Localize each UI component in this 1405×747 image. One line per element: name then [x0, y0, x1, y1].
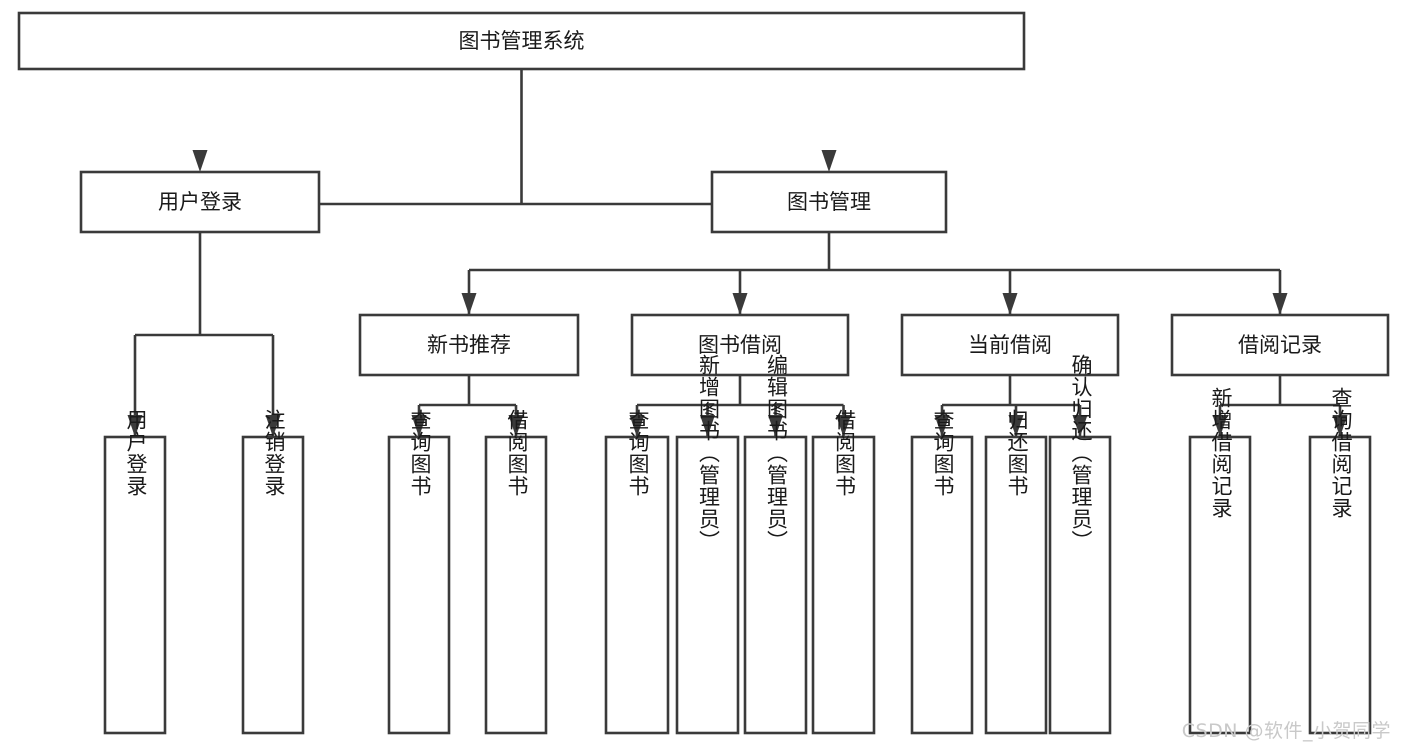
- node-label: 查询图书: [408, 409, 432, 497]
- node-l-cb-return[interactable]: 归还图书: [984, 409, 1048, 735]
- node-label: 图书管理: [787, 190, 871, 214]
- connector-arrowhead: [629, 415, 645, 437]
- node-label: 确认归还（管理员）: [1069, 354, 1093, 552]
- node-box[interactable]: [1170, 313, 1390, 377]
- node-n-borrow[interactable]: 图书借阅: [630, 313, 850, 377]
- connector-arrowhead: [461, 293, 477, 315]
- node-n-record[interactable]: 借阅记录: [1170, 313, 1390, 377]
- node-box[interactable]: [675, 435, 740, 735]
- node-root[interactable]: 图书管理系统: [17, 11, 1026, 71]
- node-box[interactable]: [630, 313, 850, 377]
- node-label: 查询图书: [626, 409, 650, 497]
- connector-arrowhead: [821, 150, 837, 172]
- node-box[interactable]: [358, 313, 580, 377]
- connector-arrowhead: [411, 415, 427, 437]
- node-label: 当前借阅: [968, 333, 1052, 357]
- node-label: 图书借阅: [698, 333, 782, 357]
- connector-arrowhead: [508, 415, 524, 437]
- connector-arrowhead: [700, 415, 715, 437]
- connector-arrowhead: [265, 415, 281, 437]
- node-label: 新增借阅记录: [1209, 387, 1233, 519]
- node-n-book-manage[interactable]: 图书管理: [710, 170, 948, 234]
- node-label: 编辑图书（管理员）: [765, 354, 789, 552]
- connector-arrowhead: [192, 150, 208, 172]
- node-box[interactable]: [484, 435, 548, 735]
- node-box[interactable]: [910, 435, 974, 735]
- node-l-nb-borrow[interactable]: 借阅图书: [484, 409, 548, 735]
- node-box[interactable]: [241, 435, 305, 735]
- node-l-rc-add[interactable]: 新增借阅记录: [1188, 387, 1252, 735]
- node-l-bb-edit[interactable]: 编辑图书（管理员）: [743, 354, 808, 735]
- watermark-label: CSDN @软件_小贺同学: [1181, 720, 1391, 742]
- node-label: 借阅记录: [1238, 333, 1322, 357]
- node-n-current[interactable]: 当前借阅: [900, 313, 1120, 377]
- node-label: 用户登录: [124, 409, 148, 497]
- node-l-nb-query[interactable]: 查询图书: [387, 409, 451, 735]
- connectors-layer: [127, 69, 1348, 437]
- node-l-rc-query[interactable]: 查询借阅记录: [1308, 387, 1372, 735]
- node-label: 借阅图书: [505, 409, 529, 497]
- node-label: 查询图书: [931, 409, 955, 497]
- node-label: 用户登录: [158, 190, 242, 214]
- connector-arrowhead: [732, 293, 748, 315]
- node-label: 图书管理系统: [459, 29, 585, 53]
- node-l-user-login[interactable]: 用户登录: [103, 409, 167, 735]
- node-l-cb-query[interactable]: 查询图书: [910, 409, 974, 735]
- node-label: 新书推荐: [427, 333, 511, 357]
- node-label: 查询借阅记录: [1329, 387, 1353, 519]
- node-box[interactable]: [17, 11, 1026, 71]
- node-l-bb-borrow[interactable]: 借阅图书: [811, 409, 876, 735]
- connector-arrowhead: [1002, 293, 1018, 315]
- node-l-cb-confirm[interactable]: 确认归还（管理员）: [1048, 354, 1112, 735]
- node-box[interactable]: [387, 435, 451, 735]
- node-box[interactable]: [811, 435, 876, 735]
- node-l-bb-query[interactable]: 查询图书: [604, 409, 670, 735]
- node-n-new-book[interactable]: 新书推荐: [358, 313, 580, 377]
- connector-arrowhead: [127, 415, 143, 437]
- node-box[interactable]: [103, 435, 167, 735]
- node-box[interactable]: [1188, 435, 1252, 735]
- node-box[interactable]: [743, 435, 808, 735]
- node-box[interactable]: [604, 435, 670, 735]
- node-n-user-login[interactable]: 用户登录: [79, 170, 321, 234]
- connector-arrowhead: [768, 415, 783, 437]
- node-box[interactable]: [710, 170, 948, 234]
- node-label: 归还图书: [1005, 409, 1029, 497]
- connector-arrowhead: [1008, 415, 1024, 437]
- connector-arrowhead: [836, 415, 851, 437]
- connector-arrowhead: [1072, 415, 1088, 437]
- node-box[interactable]: [1048, 435, 1112, 735]
- node-box[interactable]: [1308, 435, 1372, 735]
- connector-arrowhead: [934, 415, 950, 437]
- node-label: 新增图书（管理员）: [697, 354, 721, 552]
- connector-arrowhead: [1272, 293, 1288, 315]
- connector-arrowhead: [1332, 415, 1348, 437]
- connector-arrowhead: [1212, 415, 1228, 437]
- nodes-layer: 图书管理系统用户登录图书管理新书推荐图书借阅当前借阅借阅记录用户登录注销登录查询…: [17, 11, 1390, 735]
- node-box[interactable]: [984, 435, 1048, 735]
- node-label: 注销登录: [262, 409, 286, 497]
- node-label: 借阅图书: [833, 409, 857, 497]
- node-l-bb-add[interactable]: 新增图书（管理员）: [675, 354, 740, 735]
- node-l-user-logout[interactable]: 注销登录: [241, 409, 305, 735]
- node-box[interactable]: [900, 313, 1120, 377]
- node-box[interactable]: [79, 170, 321, 234]
